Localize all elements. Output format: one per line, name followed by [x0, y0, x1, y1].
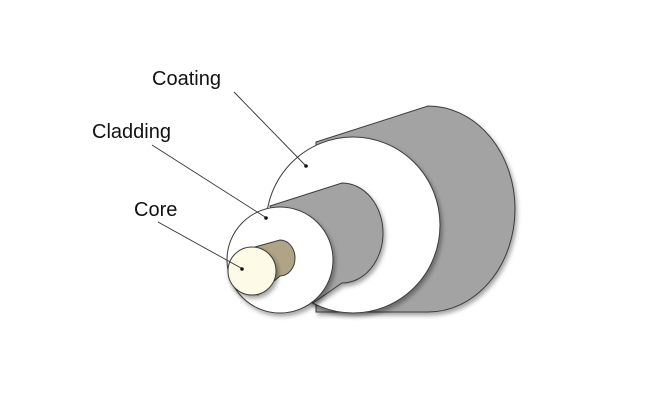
cladding-callout: Cladding	[92, 121, 268, 220]
core-label: Core	[134, 199, 177, 221]
coating-leader-line	[233, 91, 306, 166]
cladding-label: Cladding	[92, 121, 171, 143]
core-leader-dot	[240, 267, 244, 271]
core-layer	[227, 239, 296, 297]
cladding-leader-dot	[264, 216, 268, 220]
coating-callout: Coating	[152, 68, 308, 168]
cladding-leader-line	[151, 144, 266, 218]
core-leader-line	[157, 221, 242, 269]
core-callout: Core	[134, 199, 244, 271]
coating-leader-dot	[304, 164, 308, 168]
coating-label: Coating	[152, 68, 221, 90]
core-face	[227, 246, 277, 296]
